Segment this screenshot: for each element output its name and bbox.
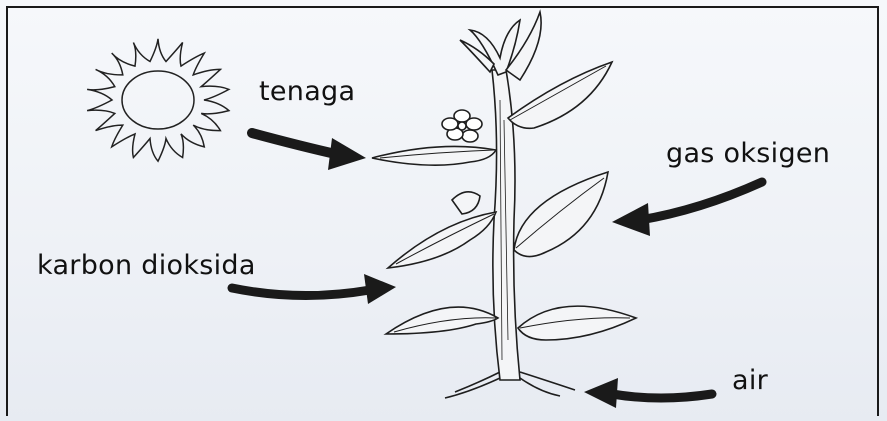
label-carbon-dioxide: karbon dioksida <box>37 250 256 281</box>
arrow-oxygen <box>612 182 762 236</box>
arrow-energy <box>252 133 366 170</box>
label-energy: tenaga <box>259 76 355 107</box>
sun-icon <box>87 39 229 161</box>
label-water: air <box>732 365 768 396</box>
arrow-carbon-dioxide <box>232 274 396 304</box>
label-oxygen: gas oksigen <box>666 138 830 169</box>
plant-icon <box>372 12 636 398</box>
arrow-water <box>584 378 712 408</box>
